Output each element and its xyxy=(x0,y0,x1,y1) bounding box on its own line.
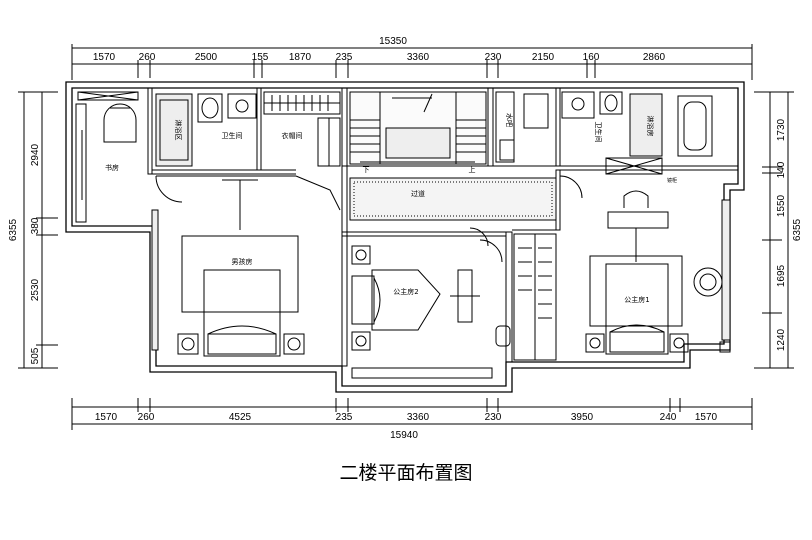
water-bar-and-right-bathroom-fixtures xyxy=(495,91,713,175)
room-label-water-bar: 水吧 xyxy=(505,113,514,127)
room-label-bathroom-right: 卫生间 xyxy=(594,122,603,143)
princess-room-1-furniture xyxy=(585,190,731,355)
bottom-dim-3950: 3950 xyxy=(571,412,594,423)
room-label-shower-right: 淋浴房 xyxy=(646,116,655,137)
bottom-dim-1570: 1570 xyxy=(95,412,118,423)
left-dim-505: 505 xyxy=(30,347,41,364)
bottom-dim-3360: 3360 xyxy=(407,412,430,423)
princess-room-2-furniture xyxy=(351,239,511,379)
right-total-dimension: 6355 xyxy=(792,218,803,241)
door-swings xyxy=(155,175,583,247)
bottom-dim-240: 240 xyxy=(660,412,677,423)
left-bathroom-fixtures xyxy=(155,93,257,167)
top-dim-2860: 2860 xyxy=(643,52,666,63)
bottom-dim-1570: 1570 xyxy=(695,412,718,423)
room-label-boy-room: 男孩房 xyxy=(232,257,253,266)
room-label-bathroom-left: 卫生间 xyxy=(222,131,243,140)
boy-room-furniture xyxy=(151,179,305,357)
top-dim-230: 230 xyxy=(485,52,502,63)
top-dim-1870: 1870 xyxy=(289,52,312,63)
right-dimension-lines xyxy=(754,91,794,369)
left-dimension-lines xyxy=(18,91,58,369)
bottom-dimension-lines xyxy=(71,398,753,430)
room-label-princess-1: 公主房1 xyxy=(624,295,649,304)
room-label-corridor: 过道 xyxy=(411,189,425,198)
wardrobe xyxy=(513,233,557,361)
right-dim-140: 140 xyxy=(776,161,787,178)
right-dim-1695: 1695 xyxy=(776,264,787,287)
corridor-hatch xyxy=(349,177,557,221)
interior-walls xyxy=(147,87,738,367)
right-dim-1730: 1730 xyxy=(776,118,787,141)
room-label-princess-2: 公主房2 xyxy=(393,287,418,296)
right-dim-1240: 1240 xyxy=(776,328,787,351)
study-furniture xyxy=(75,91,139,223)
top-dim-2150: 2150 xyxy=(532,52,555,63)
room-label-closet: 衣帽间 xyxy=(282,131,303,140)
top-dim-260: 260 xyxy=(139,52,156,63)
bottom-dim-230: 230 xyxy=(485,412,502,423)
bottom-dim-4525: 4525 xyxy=(229,412,252,423)
top-dim-235: 235 xyxy=(336,52,353,63)
room-label-study: 书房 xyxy=(105,163,119,172)
top-dim-160: 160 xyxy=(583,52,600,63)
closet-racks xyxy=(263,91,341,167)
bottom-dim-235: 235 xyxy=(336,412,353,423)
bottom-total-dimension: 15940 xyxy=(390,430,418,441)
top-dim-2500: 2500 xyxy=(195,52,218,63)
left-dim-380: 380 xyxy=(30,217,41,234)
top-dim-1570: 1570 xyxy=(93,52,116,63)
left-dim-2940: 2940 xyxy=(30,143,41,166)
mirror-cabinet-label: 镜柜 xyxy=(667,177,677,184)
right-dim-1550: 1550 xyxy=(776,194,787,217)
top-total-dimension: 15350 xyxy=(379,36,407,47)
stair-down-label: 下 xyxy=(363,166,370,174)
stair xyxy=(349,91,487,165)
drawing-title: 二楼平面布置图 xyxy=(339,462,473,484)
top-dimension-lines xyxy=(71,44,753,80)
top-dim-155: 155 xyxy=(252,52,269,63)
room-label-shower-left: 淋浴区 xyxy=(174,120,183,141)
left-total-dimension: 6355 xyxy=(8,218,19,241)
stair-up-label: 上 xyxy=(469,165,476,174)
top-dim-3360: 3360 xyxy=(407,52,430,63)
left-dim-2530: 2530 xyxy=(30,278,41,301)
bottom-dim-260: 260 xyxy=(138,412,155,423)
